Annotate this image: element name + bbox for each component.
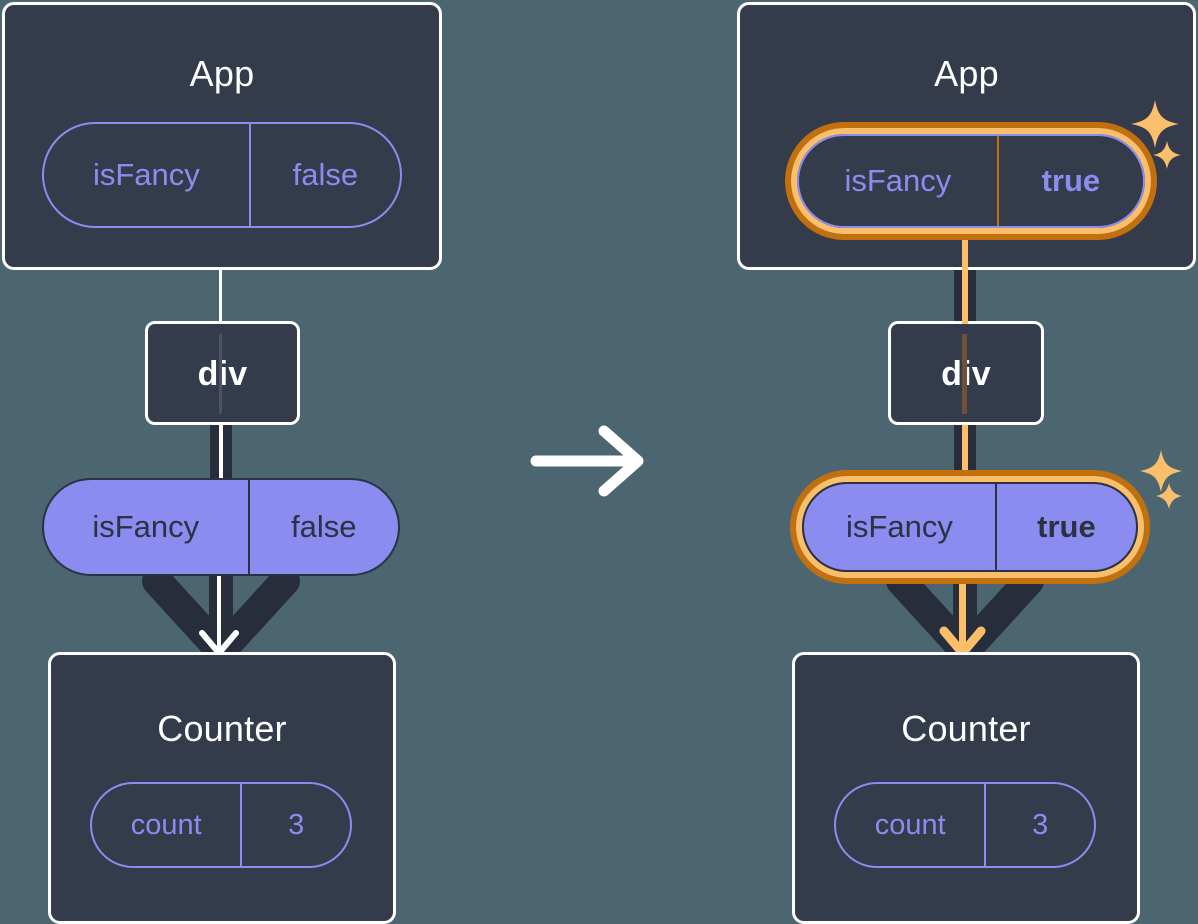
- counter-title-after: Counter: [901, 708, 1031, 749]
- edge-app-to-div-core-after: [962, 228, 968, 324]
- prop-value-before: false: [247, 480, 398, 574]
- sparkle-small-prop-icon: [1156, 483, 1182, 509]
- app-state-pill-after[interactable]: isFancy true: [797, 134, 1145, 228]
- app-state-pill-before[interactable]: isFancy false: [42, 122, 402, 228]
- app-title-after: App: [934, 53, 999, 94]
- counter-state-pill-after[interactable]: count 3: [834, 782, 1096, 868]
- counter-state-value-before: 3: [240, 784, 350, 866]
- div-title-before: div: [197, 355, 248, 393]
- counter-state-pill-before[interactable]: count 3: [90, 782, 352, 868]
- edge-app-to-div-before: [219, 268, 222, 324]
- prop-pill-before[interactable]: isFancy false: [42, 478, 400, 576]
- highlight-ring-prop-after: [790, 470, 1150, 584]
- counter-state-key-before: count: [130, 808, 202, 841]
- edge-div-to-prop-core-after: [962, 424, 968, 486]
- div-box-before[interactable]: div: [145, 321, 300, 425]
- app-title-before: App: [189, 53, 255, 94]
- sparkle-large-app-icon: [1131, 100, 1179, 148]
- edge-through-div-after: [962, 334, 967, 414]
- sparkle-large-prop-icon: [1140, 450, 1182, 492]
- prop-key-after: isFancy: [846, 509, 953, 544]
- edge-div-to-prop-core-before: [219, 424, 223, 486]
- edge-through-div-before: [219, 334, 222, 414]
- app-state-key-before: isFancy: [92, 157, 200, 192]
- app-state-value-after: true: [996, 136, 1143, 226]
- prop-pill-after[interactable]: isFancy true: [802, 482, 1138, 572]
- counter-state-value-after: 3: [984, 784, 1094, 866]
- counter-state-key-after: count: [874, 808, 946, 841]
- app-state-key-after: isFancy: [844, 163, 952, 198]
- highlight-ring-app-after: [785, 122, 1157, 240]
- prop-key-before: isFancy: [92, 509, 200, 544]
- app-state-value-before: false: [248, 124, 400, 226]
- counter-title-before: Counter: [157, 708, 287, 749]
- transition-arrow-icon: [530, 425, 644, 497]
- sparkle-small-app-icon: [1153, 141, 1181, 169]
- prop-value-after: true: [994, 484, 1136, 570]
